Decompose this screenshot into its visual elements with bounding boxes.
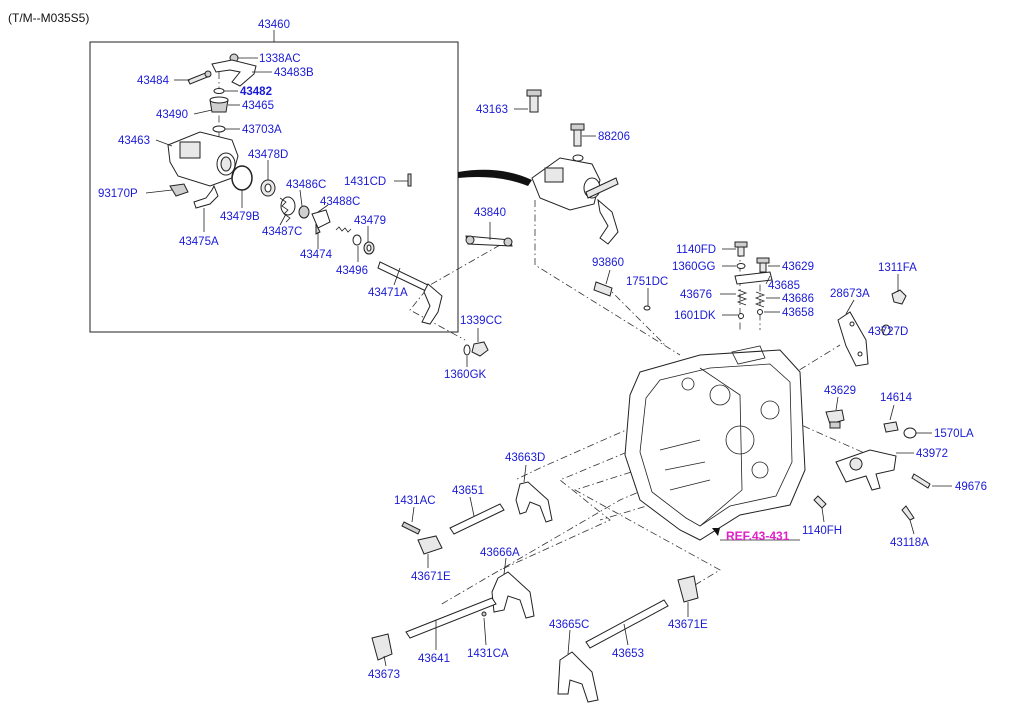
label-43641[interactable]: 43641: [418, 653, 450, 665]
label-43484[interactable]: 43484: [137, 75, 170, 87]
label-49676[interactable]: 49676: [955, 481, 987, 493]
label-1751DC[interactable]: 1751DC: [626, 276, 668, 288]
label-93170P[interactable]: 93170P: [98, 188, 138, 200]
label-43479B[interactable]: 43479B: [220, 211, 260, 223]
reference-link[interactable]: REF.43-431: [726, 529, 790, 543]
label-43465[interactable]: 43465: [242, 100, 274, 112]
part-labels: 1338AC 43484 43483B 43482 43465 43490 43…: [98, 53, 987, 681]
nut-washer-pair: [463, 341, 489, 357]
assembly-arrow: [458, 169, 532, 186]
label-1431AC[interactable]: 1431AC: [394, 495, 436, 507]
label-43478D[interactable]: 43478D: [248, 149, 288, 161]
label-1431CD[interactable]: 1431CD: [344, 176, 386, 188]
label-88206[interactable]: 88206: [598, 131, 630, 143]
part-43629-plug: [825, 409, 845, 429]
label-43487C[interactable]: 43487C: [262, 226, 302, 238]
label-1360GG[interactable]: 1360GG: [672, 261, 716, 273]
label-1140FH[interactable]: 1140FH: [802, 525, 842, 537]
label-43671E-left[interactable]: 43671E: [411, 571, 451, 583]
label-43972[interactable]: 43972: [916, 448, 948, 460]
label-1311FA[interactable]: 1311FA: [878, 262, 917, 274]
transmission-case: [624, 345, 806, 541]
label-43118A[interactable]: 43118A: [890, 537, 929, 549]
label-43479[interactable]: 43479: [354, 215, 386, 227]
label-43671E-right[interactable]: 43671E: [668, 619, 708, 631]
label-43665C[interactable]: 43665C: [549, 619, 589, 631]
leader-lines: [145, 57, 952, 667]
label-43463[interactable]: 43463: [118, 135, 150, 147]
label-43651[interactable]: 43651: [452, 485, 484, 497]
label-43486C[interactable]: 43486C: [286, 179, 326, 191]
label-43703A[interactable]: 43703A: [242, 124, 282, 136]
label-1601DK[interactable]: 1601DK: [674, 310, 716, 322]
label-43488C[interactable]: 43488C: [320, 196, 360, 208]
label-43653[interactable]: 43653: [612, 648, 644, 660]
label-28673A[interactable]: 28673A: [830, 288, 870, 300]
model-title: (T/M--M035S5): [8, 11, 89, 25]
label-43686[interactable]: 43686: [782, 293, 814, 305]
part-43972: [835, 449, 897, 491]
label-43163[interactable]: 43163: [476, 104, 508, 116]
label-1431CA[interactable]: 1431CA: [467, 648, 509, 660]
group-label[interactable]: 43460: [258, 19, 290, 31]
switch-plug: [593, 281, 651, 311]
label-43471A[interactable]: 43471A: [368, 287, 408, 299]
label-43727D[interactable]: 43727D: [868, 326, 908, 338]
label-1338AC[interactable]: 1338AC: [259, 53, 301, 65]
bracket-28673A: [837, 289, 907, 367]
label-43482[interactable]: 43482: [240, 86, 272, 98]
label-43676[interactable]: 43676: [680, 289, 712, 301]
label-43490[interactable]: 43490: [156, 109, 188, 121]
pin-and-cap: [883, 421, 917, 439]
label-43685[interactable]: 43685: [768, 280, 800, 292]
label-43629-right[interactable]: 43629: [824, 385, 856, 397]
label-1360GK[interactable]: 1360GK: [444, 369, 487, 381]
ref-arrow: [712, 528, 720, 536]
label-43496[interactable]: 43496: [336, 265, 368, 277]
shift-forks-and-rails: [371, 481, 699, 703]
assembly-dashed-lines: [218, 72, 881, 606]
label-14614[interactable]: 14614: [880, 392, 913, 404]
label-43474[interactable]: 43474: [300, 249, 333, 261]
label-43475A[interactable]: 43475A: [179, 236, 219, 248]
label-1339CC[interactable]: 1339CC: [460, 315, 502, 327]
shift-lever-assembly: [167, 53, 443, 325]
label-43666A[interactable]: 43666A: [480, 547, 520, 559]
label-43658[interactable]: 43658: [782, 307, 814, 319]
label-43629-top[interactable]: 43629: [782, 261, 814, 273]
label-43840[interactable]: 43840: [474, 207, 506, 219]
label-1140FD[interactable]: 1140FD: [676, 244, 716, 256]
label-93860[interactable]: 93860: [592, 257, 624, 269]
label-1570LA[interactable]: 1570LA: [934, 428, 974, 440]
control-housing-installed: [526, 89, 619, 245]
detent-parts: [734, 241, 773, 319]
label-43483B[interactable]: 43483B: [274, 67, 314, 79]
label-43663D[interactable]: 43663D: [505, 452, 545, 464]
label-43673[interactable]: 43673: [368, 669, 400, 681]
part-43840: [465, 235, 513, 247]
